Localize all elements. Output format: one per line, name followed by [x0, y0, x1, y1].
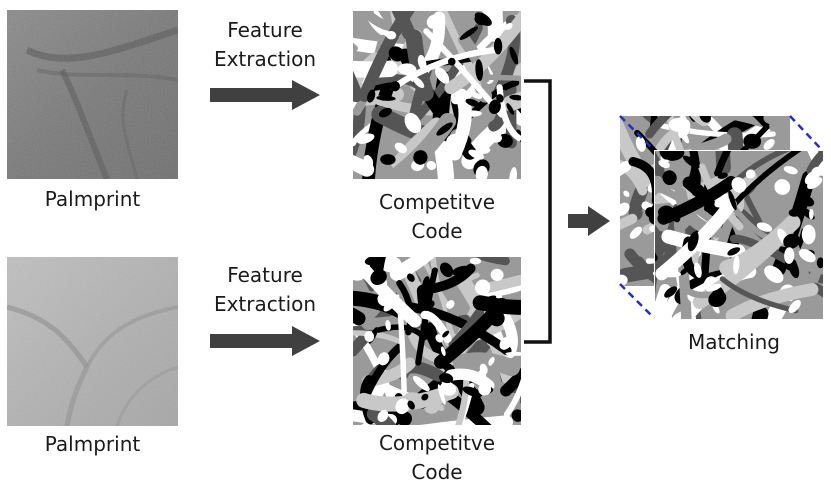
arrow-right-icon-bottom: [210, 326, 320, 356]
competitive-code-label-bottom: Competitve Code: [353, 429, 521, 487]
palmprint-label-bottom: Palmprint: [44, 432, 141, 456]
competitive-code-image-top: [353, 11, 521, 179]
palmprint-label-top: Palmprint: [44, 187, 141, 211]
palmprint-image-top: [7, 10, 178, 179]
competitive-code-line1-top: Competitve: [378, 190, 496, 214]
feature-extraction-line1-bottom: Feature: [227, 263, 303, 287]
competitive-code-label-top: Competitve Code: [353, 188, 521, 246]
feature-extraction-line2-top: Extraction: [213, 47, 317, 71]
feature-extraction-label-bottom: Feature Extraction: [205, 261, 325, 319]
matching-dashed-edges: [619, 115, 823, 319]
competitive-code-line2-bottom: Code: [411, 460, 463, 484]
competitive-code-line1-bottom: Competitve: [378, 431, 496, 455]
arrow-right-icon-matching: [568, 206, 610, 236]
competitive-code-line2-top: Code: [411, 219, 463, 243]
feature-extraction-line2-bottom: Extraction: [213, 292, 317, 316]
matching-code-front: [654, 150, 823, 319]
feature-extraction-label-top: Feature Extraction: [205, 16, 325, 74]
competitive-code-image-bottom: [353, 257, 521, 425]
palmprint-image-bottom: [7, 257, 178, 426]
merge-bracket: [524, 79, 552, 344]
matching-label: Matching: [688, 330, 780, 354]
feature-extraction-line1-top: Feature: [227, 18, 303, 42]
arrow-right-icon-top: [210, 80, 320, 110]
